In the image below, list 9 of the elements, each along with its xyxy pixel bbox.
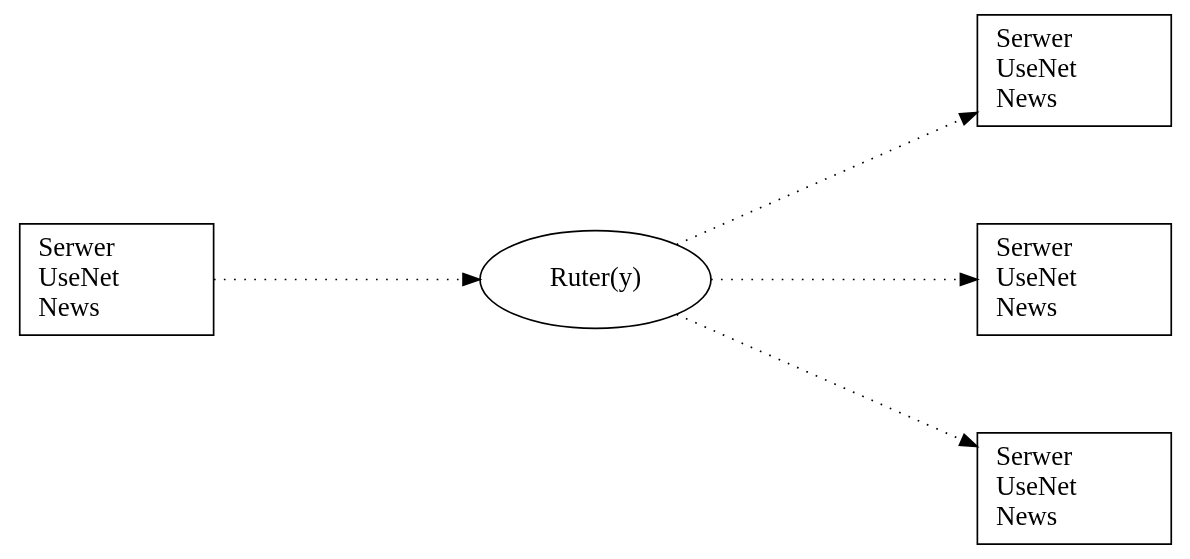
node-box: Serwer UseNet News xyxy=(976,223,1172,336)
arrow xyxy=(675,313,980,448)
node-box: Serwer UseNet News xyxy=(976,432,1172,546)
arrow xyxy=(675,111,980,246)
arrow xyxy=(212,272,482,287)
node-box: Serwer UseNet News xyxy=(976,13,1172,127)
arrow xyxy=(709,272,980,287)
node-ellipse: Ruter(y) xyxy=(478,229,712,330)
node-box: Serwer UseNet News xyxy=(18,223,214,336)
